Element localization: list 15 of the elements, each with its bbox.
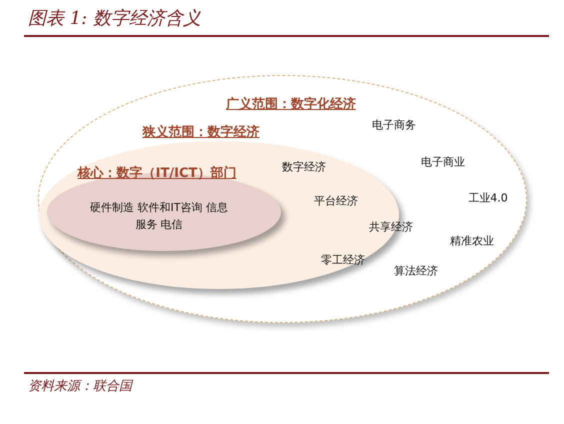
term-label: 零工经济: [321, 252, 365, 268]
scope-heading: 广义范围：数字化经济: [226, 96, 356, 113]
core-text: 硬件制造 软件和IT咨询 信息服务 电信: [89, 200, 229, 233]
term-label: 电子商务: [372, 118, 416, 132]
term-label: 电子商业: [421, 154, 465, 170]
figure-title: 图表 1: 数字经济含义: [28, 7, 201, 30]
term-label: 工业4.0: [468, 190, 508, 206]
term-label: 共享经济: [369, 220, 413, 234]
source-note: 资料来源：联合国: [28, 378, 132, 395]
term-label: 数字经济: [282, 160, 326, 174]
term-label: 平台经济: [314, 194, 358, 208]
scope-heading: 狭义范围：数字经济: [142, 124, 260, 141]
scope-heading: 核心：数字（IT/ICT）部门: [78, 164, 236, 182]
term-label: 算法经济: [394, 264, 438, 278]
term-label: 精准农业: [450, 234, 494, 248]
